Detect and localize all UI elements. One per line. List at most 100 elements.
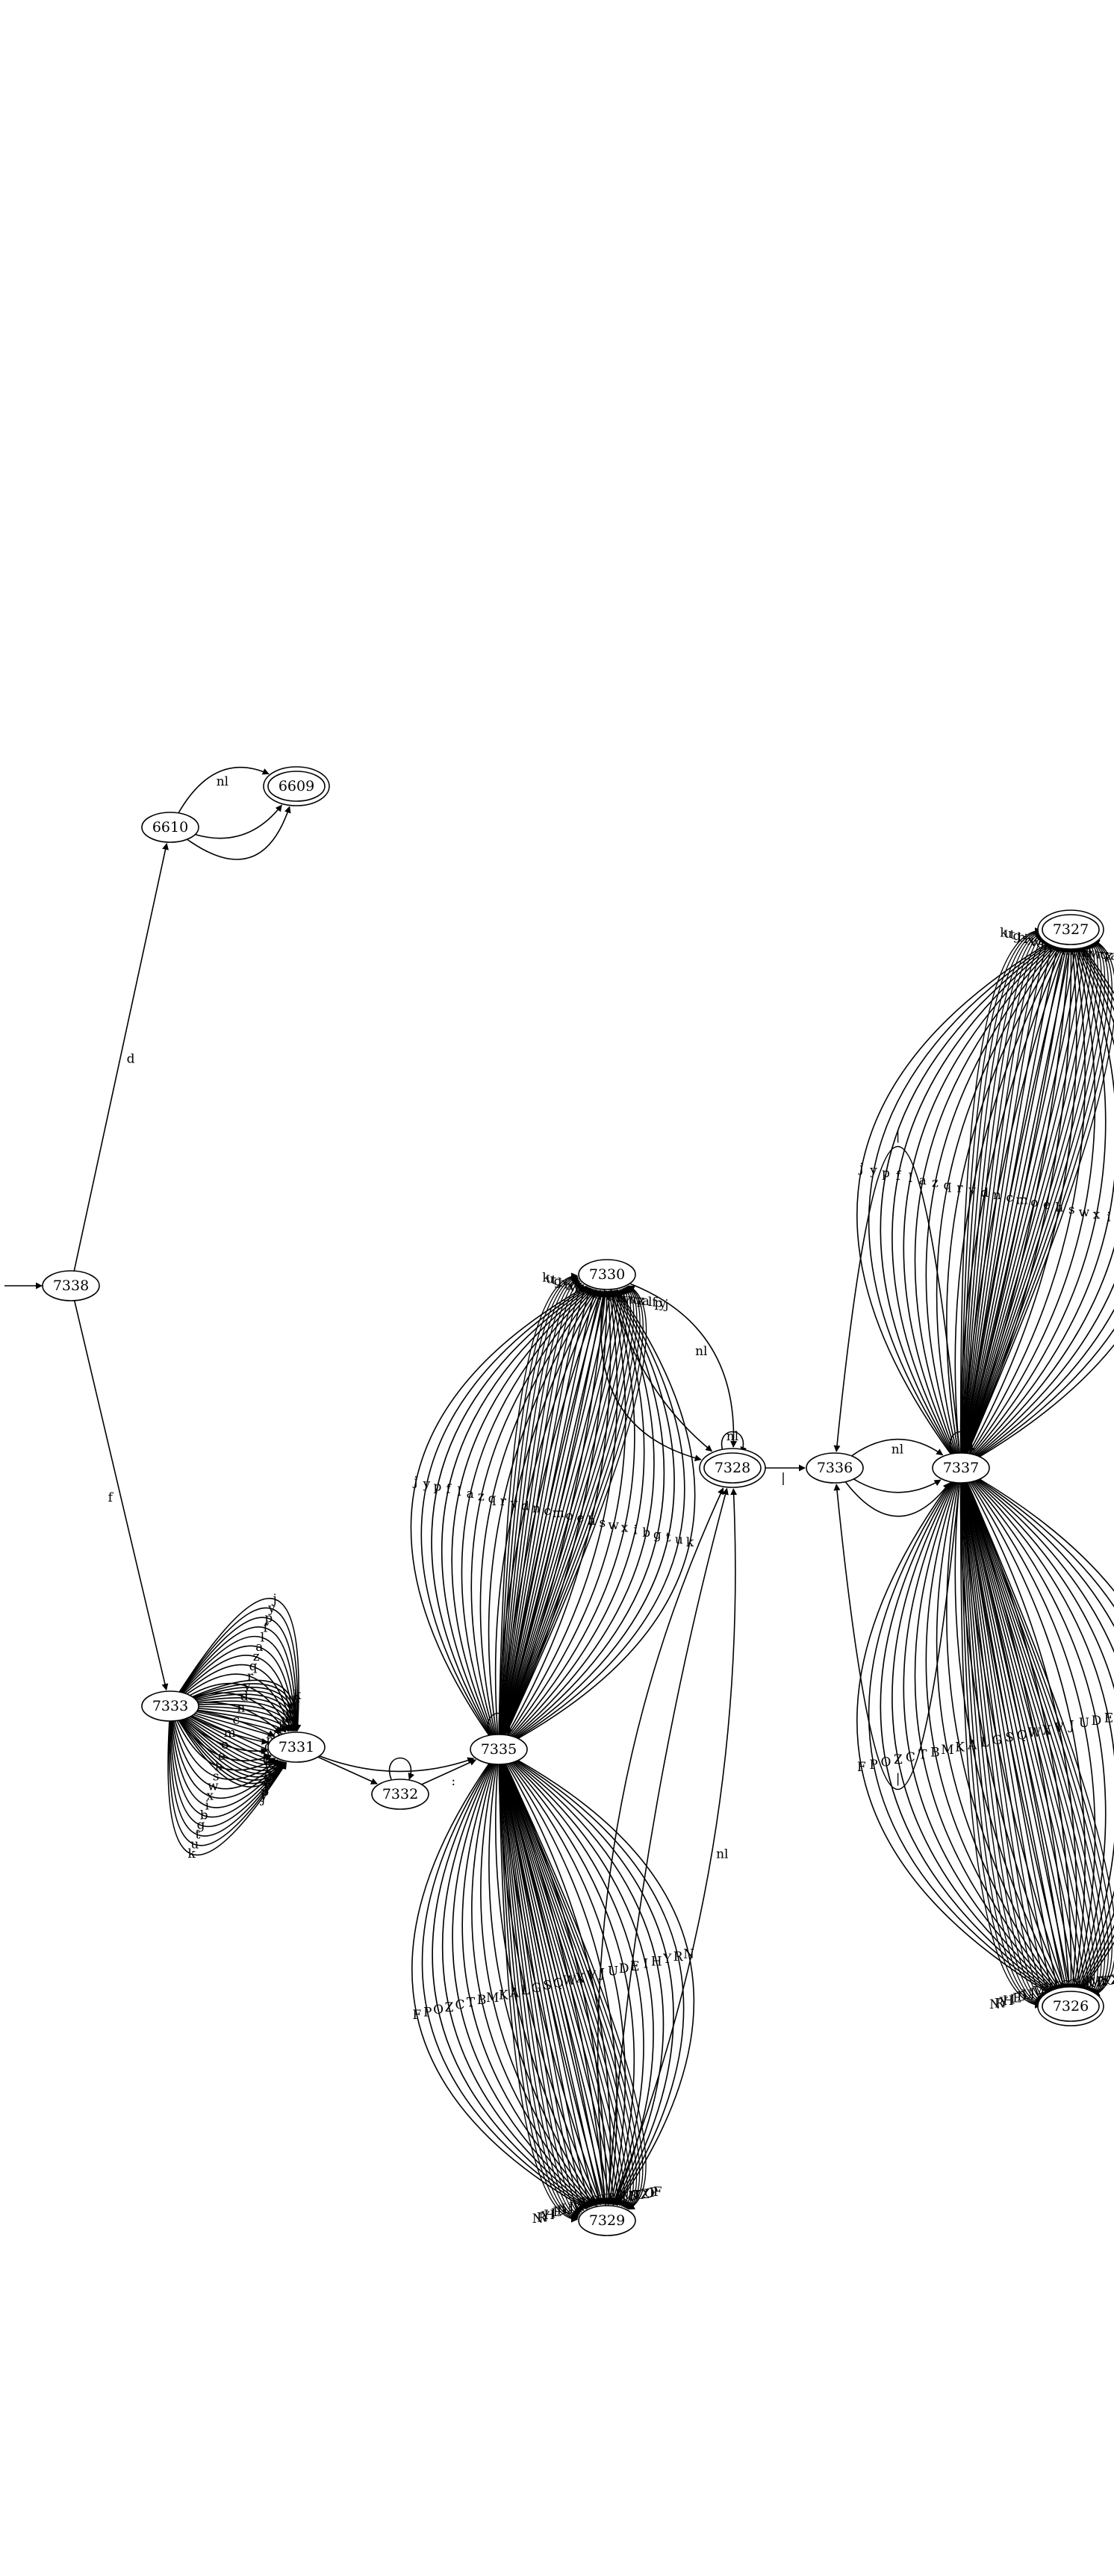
fan-edge-inner [961, 1482, 1043, 2004]
accepting-state-node: 7328 [699, 1448, 766, 1488]
fan-edge [169, 1720, 287, 1837]
fan-edge-inner [181, 1719, 285, 1778]
fan-edge-label: h [1055, 1200, 1063, 1215]
transition-edge [178, 766, 270, 814]
fan-edge-inner [962, 940, 1051, 1454]
fan-edge-label: j [412, 1475, 417, 1490]
fan-edge-label: I [643, 1957, 648, 1972]
transition-edge [629, 1283, 738, 1448]
fan-edge [451, 1287, 592, 1735]
fan-edge [965, 1482, 1073, 1991]
fan-edge [470, 1289, 594, 1735]
fan-edge [971, 945, 1096, 1455]
fan-edge-label: X [1042, 1723, 1052, 1738]
fan-edge-label: v [968, 1183, 976, 1198]
self-loop-edge [388, 1757, 415, 1780]
transition-label: nl [891, 1443, 903, 1457]
state-label: 6610 [152, 819, 188, 836]
fan-edge [977, 945, 1114, 1457]
fan-edge [471, 1764, 594, 2207]
fan-edge-label: V [586, 1969, 597, 1984]
state-ellipse [1042, 914, 1100, 945]
fan-edge-label: H [544, 2208, 555, 2223]
fan-edge-label: s [576, 1282, 583, 1297]
fan-edge [189, 1682, 290, 1732]
fan-edge [971, 1481, 1096, 1991]
fan-edge [516, 1289, 685, 1739]
fan-edge-inner [499, 1764, 579, 2221]
transition-edge [195, 804, 282, 839]
fan-edge [976, 1480, 1114, 1991]
fan-edge-inner [966, 939, 1114, 1454]
fan-edge-inner [500, 1286, 588, 1735]
fan-edge-label: i [1024, 932, 1028, 947]
accepting-state-node: 7327 [1037, 909, 1104, 950]
fan-edge [976, 945, 1114, 1456]
fan-edge-label: u [546, 1272, 554, 1287]
fan-edge [880, 1481, 1054, 1994]
fan-edge-label: L [980, 1735, 989, 1750]
fan-edge-label: a [642, 1294, 650, 1309]
fan-edge-label: B [930, 1745, 940, 1760]
fan-edge-inner [501, 1764, 609, 2205]
fan-edge-label: T [1101, 1974, 1110, 1989]
state-ellipse [141, 812, 199, 843]
fan-edge-label: i [633, 1523, 638, 1538]
fan-edge-inner [964, 945, 1086, 1454]
fan-edge-inner [960, 1482, 1042, 2008]
fan-edge-inner [498, 1273, 579, 1735]
fan-edge-label: r [500, 1494, 507, 1509]
state-node: 6610 [141, 812, 199, 843]
state-node: 7333 [141, 1690, 199, 1722]
fan-edge-label: e [1043, 1198, 1051, 1213]
fan-edge-inner [959, 1482, 1042, 2009]
fan-edge-label: a [919, 1173, 927, 1188]
fan-edge [515, 1761, 674, 2206]
transition-label: nl [695, 1344, 707, 1359]
fan-edge [176, 1720, 276, 1771]
fan-edge-inner [178, 1720, 287, 1788]
state-label: 7330 [589, 1266, 625, 1283]
fan-edge-label: i [205, 1799, 210, 1814]
fan-edge-label: g [653, 1528, 662, 1543]
fan-edge-label: l [909, 1171, 912, 1186]
fan-edge-inner [500, 1764, 582, 2214]
fan-edge-label: x [207, 1789, 214, 1804]
fan-edge-label: t [551, 1273, 556, 1288]
fan-edge-inner [961, 1482, 1042, 2006]
fan-edge-inner [196, 1693, 299, 1732]
transition-edge [187, 806, 291, 860]
fan-edge [517, 1289, 696, 1739]
fan-edge-label: p [433, 1479, 441, 1494]
fan-edge-label: O [881, 1755, 891, 1770]
fan-edge-inner [499, 1764, 579, 2219]
fan-edge-label: g [197, 1818, 205, 1833]
fan-edge-label: g [1013, 929, 1021, 944]
fan-edge [880, 942, 1054, 1455]
fan-edge-label: F [653, 2185, 662, 2200]
fan-edge [974, 945, 1114, 1455]
state-label: 7336 [817, 1460, 853, 1476]
fan-edge-label: b [642, 1525, 650, 1540]
fan-edge [181, 1645, 298, 1732]
fan-edge-label: Z [1111, 1973, 1114, 1988]
fan-edge [856, 941, 1051, 1455]
fan-edge [169, 1720, 286, 1827]
fan-edge [946, 1482, 1062, 1992]
fan-edge-label: f [896, 1169, 902, 1183]
state-node: 7331 [267, 1732, 326, 1763]
fan-edge-label: k [188, 1847, 196, 1861]
transition-label: f [108, 1490, 114, 1505]
fan-edge-label: E [630, 1959, 639, 1974]
fan-edge-inner [961, 932, 1043, 1454]
transition-edge [853, 1478, 942, 1493]
fan-edge-label: d [263, 1753, 271, 1768]
state-label: 7331 [278, 1739, 314, 1755]
fan-edge-inner [502, 1764, 615, 2205]
fan-edge [974, 1480, 1114, 1991]
fan-edge [509, 1289, 626, 1736]
fan-edge [479, 1289, 596, 1735]
state-label: 7327 [1053, 921, 1089, 938]
fan-edge-inner [505, 1764, 647, 2210]
